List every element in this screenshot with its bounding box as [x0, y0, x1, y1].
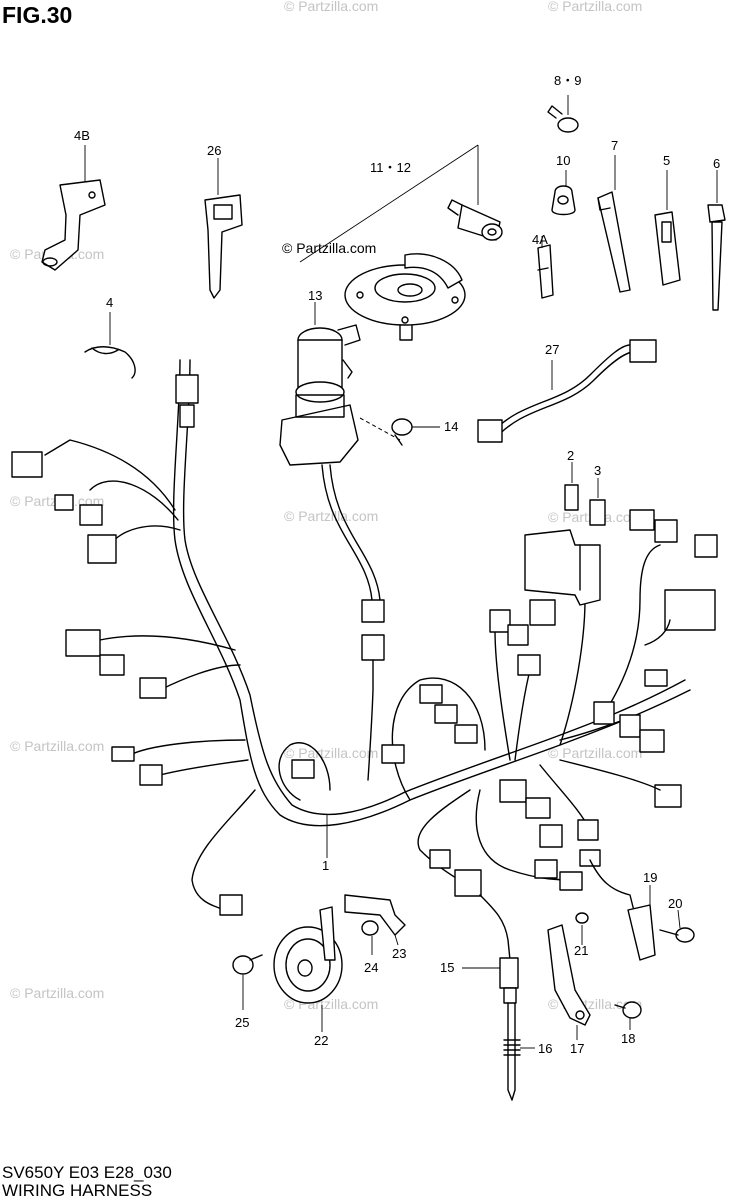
band-5: [654, 170, 681, 286]
cable-tie-6: [707, 170, 726, 311]
callout-10: 10: [556, 153, 570, 168]
callout-23: 23: [392, 946, 406, 961]
callout-20: 20: [668, 896, 682, 911]
bolt-24: [361, 920, 379, 955]
bolt-21: [575, 912, 589, 945]
watermark: © Partzilla.com: [284, 745, 379, 761]
callout-18: 18: [621, 1031, 635, 1046]
callout-3: 3: [594, 463, 601, 478]
callout-4: 4: [106, 295, 113, 310]
bolt-8-9: [547, 95, 579, 133]
callout-16: 16: [538, 1041, 552, 1056]
clamp-7: [597, 155, 631, 293]
callout-4b: 4B: [74, 128, 90, 143]
screw-14: [391, 418, 440, 446]
callout-14: 14: [444, 419, 458, 434]
diagram-title: WIRING HARNESS: [2, 1181, 153, 1200]
bracket-17: [547, 924, 591, 1040]
watermark: © Partzilla.com: [284, 0, 379, 14]
clip-4: [84, 312, 136, 379]
callout-26: 26: [207, 143, 221, 158]
callout-15: 15: [440, 960, 454, 975]
callout-27: 27: [545, 342, 559, 357]
figure-label: FIG.30: [2, 2, 73, 28]
bracket-4b: [41, 145, 106, 271]
watermark: © Partzilla.com: [10, 738, 105, 754]
callout-6: 6: [713, 156, 720, 171]
watermark: © Partzilla.com: [548, 745, 643, 761]
bolt-18: [614, 1001, 642, 1030]
watermark: © Partzilla.com: [284, 508, 379, 524]
bolt-25: [232, 954, 263, 1010]
copyright-label: © Partzilla.com: [282, 240, 377, 256]
callout-11-12: 11・12: [370, 160, 411, 175]
bolt-20: [659, 909, 695, 943]
callout-24: 24: [364, 960, 378, 975]
key-26: [204, 158, 243, 299]
callout-25: 25: [235, 1015, 249, 1030]
grommet-10: [551, 170, 576, 216]
callout-2: 2: [567, 448, 574, 463]
sub-harness-27: [477, 339, 657, 443]
callout-21: 21: [574, 943, 588, 958]
watermark: © Partzilla.com: [10, 985, 105, 1001]
ignition-switch-13: [279, 302, 401, 781]
bracket-23: [344, 894, 406, 946]
callout-4a: 4A: [532, 232, 548, 247]
sensor-probe-16: [503, 1002, 535, 1101]
sensor-15: [462, 957, 519, 1004]
fuse-2: [564, 462, 579, 511]
callout-22: 22: [314, 1033, 328, 1048]
fuse-3: [589, 478, 606, 526]
clip-4a: [537, 236, 554, 299]
model-code: SV650Y E03 E28_030: [2, 1163, 172, 1182]
callout-8-9: 8・9: [554, 73, 581, 88]
watermark: © Partzilla.com: [548, 0, 643, 14]
callout-17: 17: [570, 1041, 584, 1056]
main-harness-1: [11, 359, 718, 961]
callout-5: 5: [663, 153, 670, 168]
callout-7: 7: [611, 138, 618, 153]
horn-22: [273, 906, 343, 1032]
callout-19: 19: [643, 870, 657, 885]
bracket-19: [627, 885, 656, 961]
callout-1: 1: [322, 858, 329, 873]
lock-set-11-12: [299, 144, 503, 341]
callout-13: 13: [308, 288, 322, 303]
